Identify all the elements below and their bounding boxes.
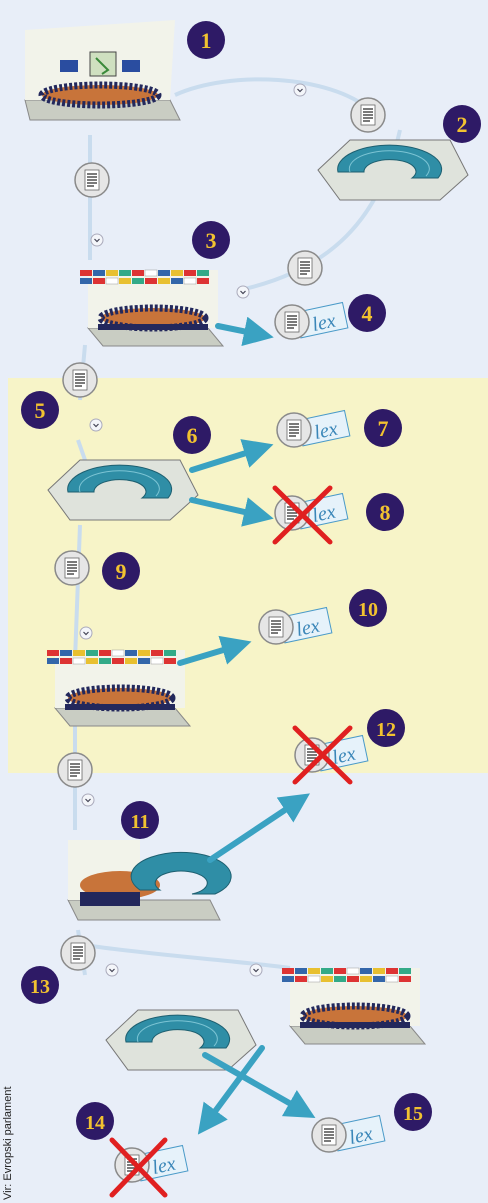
step-badge-9: 9 [102,552,140,590]
step-badge-6: 6 [173,416,211,454]
step-number: 9 [116,559,127,584]
step-badge-10: 10 [349,589,387,627]
step-badge-2: 2 [443,105,481,143]
step-number: 11 [131,811,150,833]
document-icon [54,550,90,586]
lex-stamp-icon: lex [311,1114,386,1153]
council-chamber-icon [24,20,181,121]
lex-stamp-icon: lex [274,301,349,340]
step-number: 10 [358,599,378,621]
reject-cross-icon [292,725,353,785]
step-badge-3: 3 [192,221,230,259]
source-caption: Vir: Evropski parlament [2,1086,14,1200]
step-number: 6 [187,423,198,448]
step-badge-1: 1 [187,21,225,59]
step-badge-7: 7 [364,409,402,447]
council-chamber-icon [46,650,190,726]
document-icon [350,97,386,133]
step-badge-14: 14 [76,1102,114,1140]
lex-stamp-icon: lex [258,606,333,645]
parliament-hemicycle-icon [105,1009,257,1071]
step-number: 8 [380,500,391,525]
step-badge-15: 15 [394,1093,432,1131]
lex-stamp-icon: lex [276,409,351,448]
step-badge-11: 11 [121,801,159,839]
step-number: 7 [378,416,389,441]
lex-label: lex [294,615,321,641]
step-number: 5 [35,398,46,423]
lex-label: lex [347,1123,374,1149]
step-badge-4: 4 [348,294,386,332]
council-chamber-icon [79,270,223,346]
step-badge-12: 12 [367,709,405,747]
step-number: 13 [30,976,50,998]
step-number: 14 [85,1112,105,1134]
document-icon [74,162,110,198]
step-number: 15 [403,1103,423,1125]
reject-cross-icon [109,1137,168,1198]
parliament-hemicycle-icon [47,459,199,521]
step-number: 12 [376,719,396,741]
step-badge-13: 13 [21,966,59,1004]
council-chamber-icon [281,968,425,1044]
step-number: 3 [206,228,217,253]
reject-cross-icon [272,485,333,545]
step-number: 2 [457,112,468,137]
parliament-hemicycle-icon [317,139,469,201]
document-icon [57,752,93,788]
step-badge-5: 5 [21,391,59,429]
lex-label: lex [310,310,337,336]
step-number: 4 [362,301,373,326]
document-icon [62,362,98,398]
step-badge-8: 8 [366,493,404,531]
lex-label: lex [312,418,339,444]
step-number: 1 [201,28,212,53]
outcome-arrows [177,316,316,1135]
lex-label: lex [150,1153,177,1179]
document-icon [287,250,323,286]
conciliation-committee-icon [67,840,232,921]
document-icon [60,935,96,971]
